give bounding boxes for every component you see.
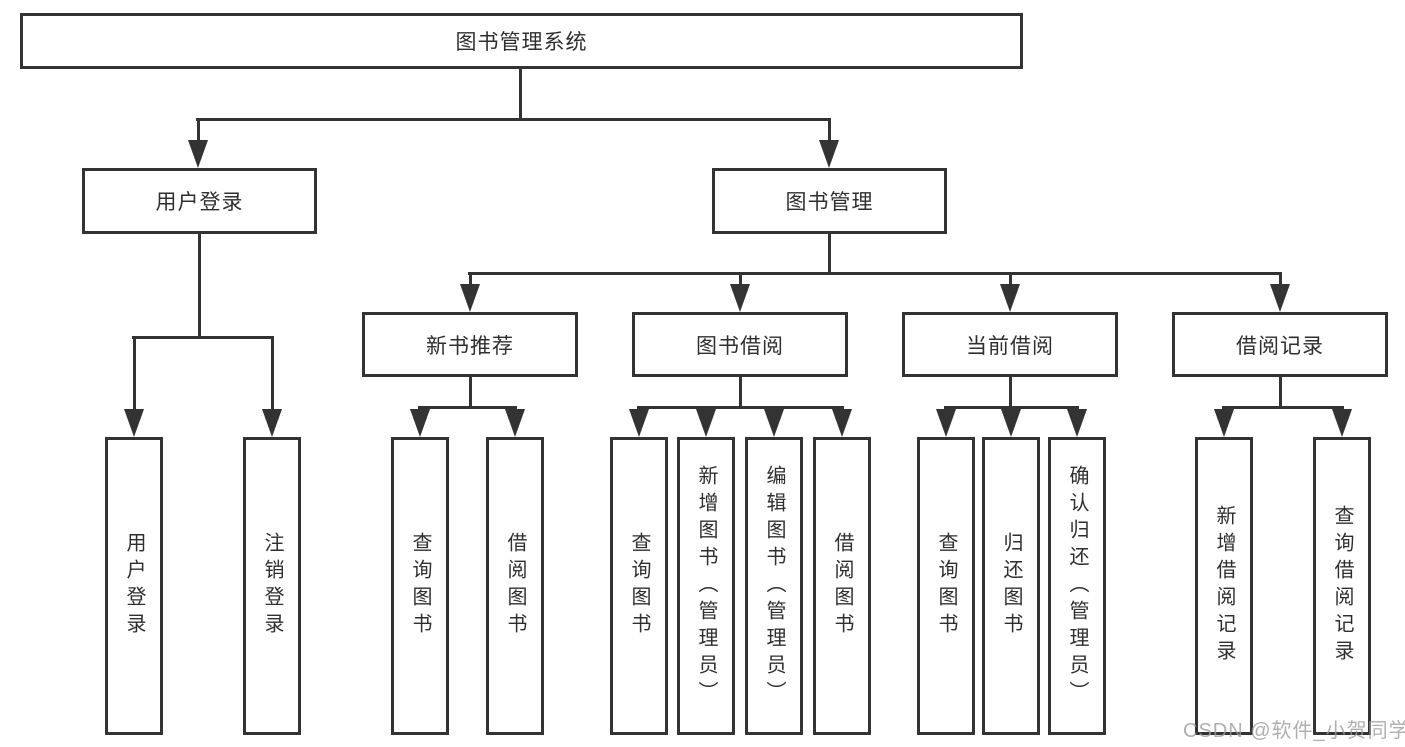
connector-line (637, 406, 844, 409)
node-add-book-admin: 新增图书（管理员） (677, 437, 735, 735)
connector-line (197, 118, 200, 142)
node-user-login-action: 用户登录 (105, 437, 163, 735)
arrow-down-icon (629, 409, 649, 437)
node-book-borrow: 图书借阅 (632, 312, 848, 377)
node-label: 确认归还（管理员） (1066, 464, 1088, 708)
connector-line (469, 377, 472, 409)
connector-line (469, 272, 472, 286)
node-label: 查询图书 (935, 532, 957, 640)
node-label: 借阅图书 (831, 532, 853, 640)
node-label: 注销登录 (261, 532, 283, 640)
node-label: 借阅记录 (1236, 334, 1324, 358)
node-label: 查询借阅记录 (1331, 505, 1353, 667)
node-label: 编辑图书（管理员） (763, 464, 785, 708)
arrow-down-icon (1270, 284, 1290, 312)
connector-line (739, 377, 742, 409)
arrow-down-icon (832, 409, 852, 437)
csdn-watermark: CSDN @软件_小贺同学 (1183, 720, 1405, 742)
connector-line (418, 406, 517, 409)
node-logout-action: 注销登录 (243, 437, 301, 735)
node-label: 查询图书 (409, 532, 431, 640)
node-label: 新增借阅记录 (1213, 505, 1235, 667)
node-query-books-current: 查询图书 (917, 437, 975, 735)
node-query-books-recommend: 查询图书 (391, 437, 449, 735)
connector-line (1009, 377, 1012, 409)
connector-line (468, 272, 1282, 275)
arrow-down-icon (505, 409, 525, 437)
node-label: 借阅图书 (504, 532, 526, 640)
arrow-down-icon (124, 409, 144, 437)
arrow-down-icon (1332, 409, 1352, 437)
connector-line (1279, 377, 1282, 409)
arrow-down-icon (410, 409, 430, 437)
connector-line (1009, 272, 1012, 286)
connector-line (196, 118, 831, 121)
arrow-down-icon (1000, 284, 1020, 312)
arrow-down-icon (730, 284, 750, 312)
arrow-down-icon (819, 140, 839, 168)
arrow-down-icon (764, 409, 784, 437)
arrow-down-icon (936, 409, 956, 437)
node-query-borrow-record: 查询借阅记录 (1313, 437, 1371, 735)
node-edit-book-admin: 编辑图书（管理员） (745, 437, 803, 735)
node-label: 图书管理系统 (455, 31, 588, 54)
node-user-login: 用户登录 (82, 168, 317, 234)
connector-line (133, 336, 136, 411)
node-borrow-records: 借阅记录 (1172, 312, 1388, 377)
arrow-down-icon (460, 284, 480, 312)
node-borrow-books-action: 借阅图书 (813, 437, 871, 735)
connector-line (271, 336, 274, 411)
node-label: 图书管理 (785, 191, 874, 214)
connector-line (828, 234, 831, 275)
arrow-down-icon (696, 409, 716, 437)
node-label: 图书借阅 (696, 334, 784, 358)
arrow-down-icon (1001, 409, 1021, 437)
node-return-book: 归还图书 (982, 437, 1040, 735)
node-query-books-borrow: 查询图书 (610, 437, 668, 735)
arrow-down-icon (262, 409, 282, 437)
node-label: 新增图书（管理员） (695, 464, 717, 708)
connector-line (1222, 406, 1344, 409)
node-label: 用户登录 (123, 532, 145, 640)
connector-line (739, 272, 742, 286)
node-label: 查询图书 (628, 532, 650, 640)
node-confirm-return-admin: 确认归还（管理员） (1048, 437, 1106, 735)
node-label: 归还图书 (1000, 532, 1022, 640)
node-label: 用户登录 (155, 191, 244, 214)
arrow-down-icon (188, 140, 208, 168)
node-new-book-recommend: 新书推荐 (362, 312, 578, 377)
connector-line (519, 69, 522, 121)
node-book-management: 图书管理 (712, 168, 947, 234)
node-add-borrow-record: 新增借阅记录 (1195, 437, 1253, 735)
node-label: 当前借阅 (966, 334, 1054, 358)
connector-line (1279, 272, 1282, 286)
node-borrow-books-recommend: 借阅图书 (486, 437, 544, 735)
connector-line (944, 406, 1079, 409)
arrow-down-icon (1214, 409, 1234, 437)
connector-line (198, 234, 201, 339)
connector-line (828, 118, 831, 142)
arrow-down-icon (1067, 409, 1087, 437)
node-current-borrow: 当前借阅 (902, 312, 1118, 377)
node-root-library-system: 图书管理系统 (20, 13, 1023, 69)
node-label: 新书推荐 (426, 334, 514, 358)
connector-line (132, 336, 274, 339)
